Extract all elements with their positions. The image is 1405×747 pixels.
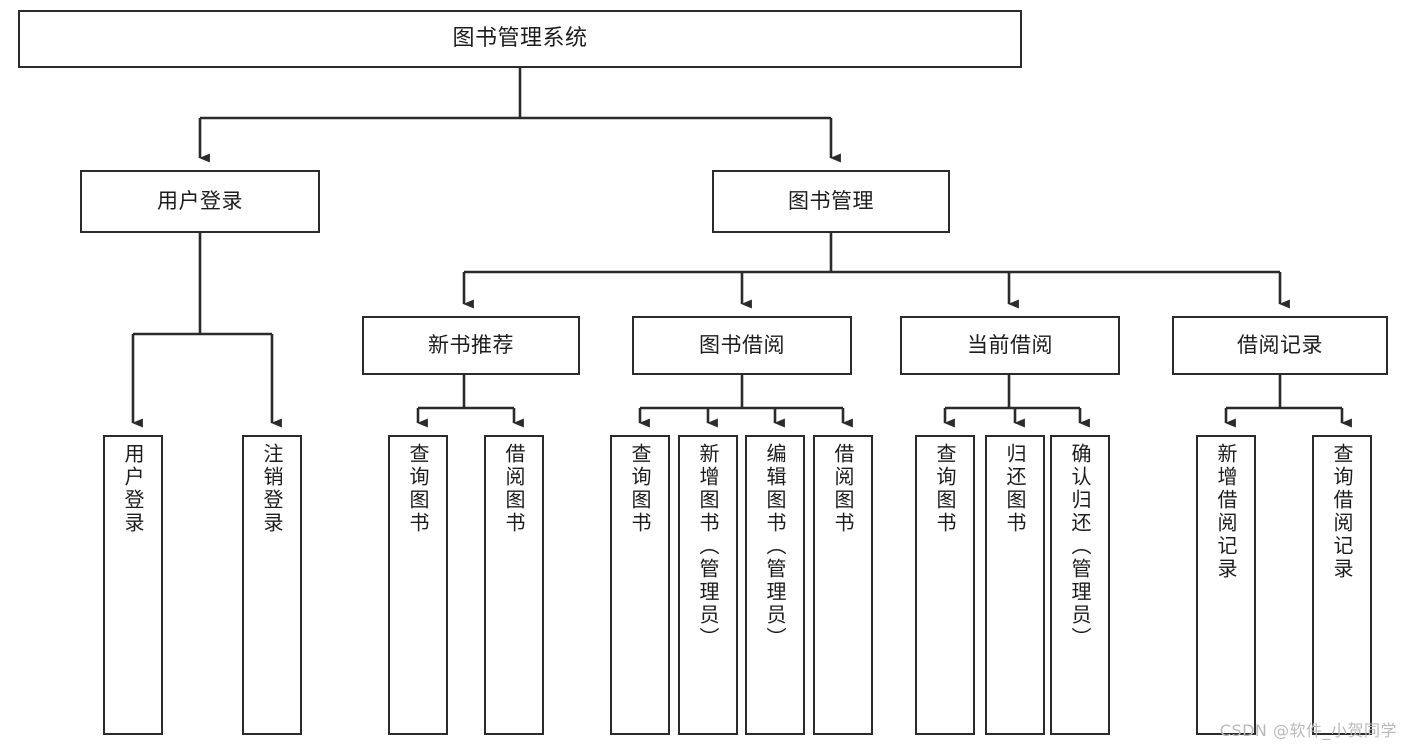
node-leaf-borrow-book-2[interactable]: 借阅图书 bbox=[813, 435, 873, 735]
node-leaf-return-book[interactable]: 归还图书 bbox=[985, 435, 1045, 735]
node-leaf-query-book-1[interactable]: 查询图书 bbox=[388, 435, 448, 735]
node-leaf-add-book-label: 新增图书（管理员） bbox=[696, 443, 720, 650]
node-borrow-record-label: 借阅记录 bbox=[1237, 333, 1323, 358]
node-new-book-recommend[interactable]: 新书推荐 bbox=[362, 316, 580, 375]
node-leaf-query-record-label: 查询借阅记录 bbox=[1330, 443, 1354, 581]
watermark: CSDN @软件_小贺同学 bbox=[1219, 721, 1397, 740]
node-current-borrow[interactable]: 当前借阅 bbox=[900, 316, 1120, 375]
node-leaf-query-book-3[interactable]: 查询图书 bbox=[915, 435, 975, 735]
node-user-login[interactable]: 用户登录 bbox=[80, 170, 320, 233]
node-leaf-return-book-label: 归还图书 bbox=[1003, 443, 1027, 535]
node-leaf-edit-book-label: 编辑图书（管理员） bbox=[763, 443, 787, 650]
node-book-manage[interactable]: 图书管理 bbox=[712, 170, 950, 233]
node-leaf-user-logout[interactable]: 注销登录 bbox=[242, 435, 302, 735]
node-new-book-recommend-label: 新书推荐 bbox=[428, 333, 514, 358]
node-leaf-borrow-book-1[interactable]: 借阅图书 bbox=[484, 435, 544, 735]
node-leaf-add-record[interactable]: 新增借阅记录 bbox=[1196, 435, 1256, 735]
node-leaf-query-record[interactable]: 查询借阅记录 bbox=[1312, 435, 1372, 735]
node-leaf-user-logout-label: 注销登录 bbox=[260, 443, 284, 535]
node-leaf-user-login-label: 用户登录 bbox=[121, 443, 145, 535]
node-user-login-label: 用户登录 bbox=[157, 189, 243, 214]
node-root[interactable]: 图书管理系统 bbox=[18, 10, 1022, 68]
node-leaf-confirm-return[interactable]: 确认归还（管理员） bbox=[1050, 435, 1110, 735]
node-leaf-borrow-book-2-label: 借阅图书 bbox=[831, 443, 855, 535]
node-leaf-query-book-2-label: 查询图书 bbox=[628, 443, 652, 535]
node-leaf-query-book-2[interactable]: 查询图书 bbox=[610, 435, 670, 735]
node-book-borrow[interactable]: 图书借阅 bbox=[632, 316, 852, 375]
node-book-manage-label: 图书管理 bbox=[788, 189, 874, 214]
node-leaf-add-record-label: 新增借阅记录 bbox=[1214, 443, 1238, 581]
node-leaf-query-book-3-label: 查询图书 bbox=[933, 443, 957, 535]
node-leaf-edit-book[interactable]: 编辑图书（管理员） bbox=[745, 435, 805, 735]
node-book-borrow-label: 图书借阅 bbox=[699, 333, 785, 358]
node-leaf-borrow-book-1-label: 借阅图书 bbox=[502, 443, 526, 535]
node-leaf-user-login[interactable]: 用户登录 bbox=[103, 435, 163, 735]
node-leaf-confirm-return-label: 确认归还（管理员） bbox=[1068, 443, 1092, 650]
node-borrow-record[interactable]: 借阅记录 bbox=[1172, 316, 1388, 375]
node-current-borrow-label: 当前借阅 bbox=[967, 333, 1053, 358]
node-root-label: 图书管理系统 bbox=[452, 26, 588, 52]
node-leaf-query-book-1-label: 查询图书 bbox=[406, 443, 430, 535]
node-leaf-add-book[interactable]: 新增图书（管理员） bbox=[678, 435, 738, 735]
